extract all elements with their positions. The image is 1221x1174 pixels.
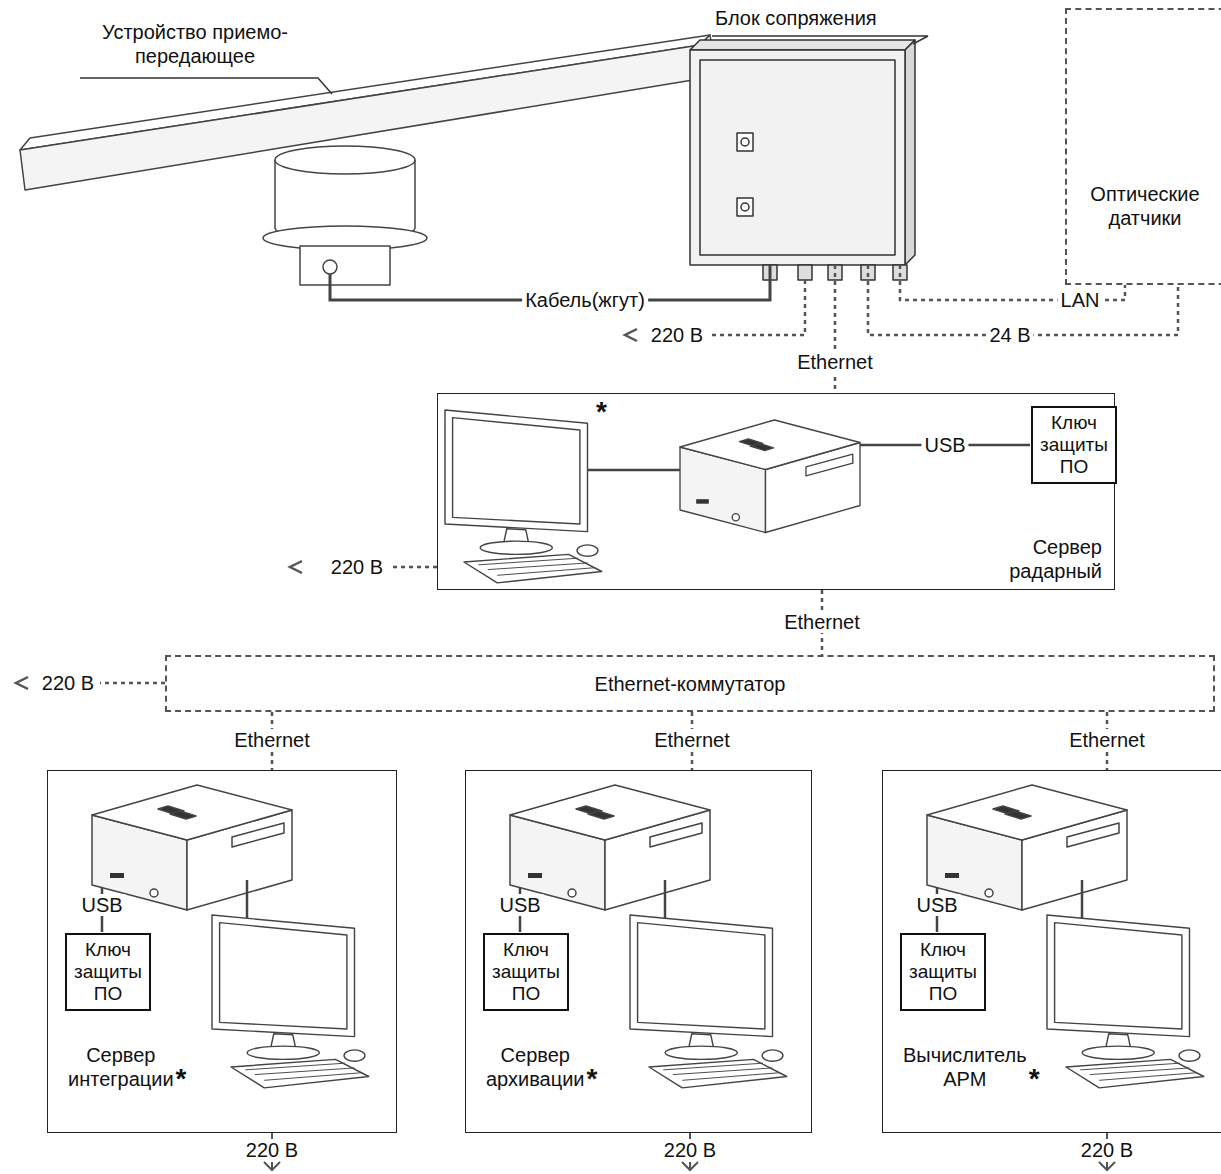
workstation-box: Ключ защиты ПО Вычислитель АРМ <box>882 770 1221 1133</box>
server-box: Ключ защиты ПО Сервер интеграции <box>47 770 397 1133</box>
leader-line <box>712 36 928 44</box>
port-label: USB <box>78 894 125 916</box>
dongle-box: Ключ защиты ПО <box>900 933 986 1011</box>
footnote-mark: * <box>596 398 607 426</box>
server-box: Ключ защиты ПО Сервер архивации <box>465 770 812 1133</box>
node-text: Устройство приемо-передающее <box>75 20 315 68</box>
cabinet <box>690 40 915 280</box>
node-text: Сервер интеграции <box>68 1043 174 1091</box>
link-label: Кабель(жгут) <box>522 289 648 311</box>
node-text: Ключ защиты ПО <box>1040 412 1108 478</box>
link-label: LAN <box>1058 289 1103 311</box>
link-label: Ethernet <box>1066 729 1148 751</box>
dongle-box: Ключ защиты ПО <box>65 933 151 1011</box>
power-label: 220 В <box>39 672 97 694</box>
link-label: 24 В <box>986 324 1033 346</box>
power-label: 220 В <box>328 556 386 578</box>
network-link <box>834 265 837 393</box>
workstation <box>445 410 1030 583</box>
node-text: Вычислитель АРМ <box>903 1043 1027 1091</box>
node-text: Ключ защиты ПО <box>492 939 560 1005</box>
antenna-unit: Устройство приемо-передающее <box>15 15 715 290</box>
link-label: Ethernet <box>781 611 863 633</box>
link-label: Ethernet <box>794 351 876 373</box>
port-label: USB <box>913 894 960 916</box>
dongle-box: Ключ защиты ПО <box>483 933 569 1011</box>
node-text: Оптические датчики <box>1067 182 1221 230</box>
server-box: Ключ защиты ПО Сервер радарный <box>437 393 1115 590</box>
sensor-box: Оптические датчики <box>1065 8 1221 285</box>
power-label: 220 В <box>661 1139 719 1161</box>
node-text: Ключ защиты ПО <box>74 939 142 1005</box>
interface-cabinet: Блок сопряжения <box>690 50 905 265</box>
power-label: 220 В <box>243 1139 301 1161</box>
power-label: 220 В <box>648 324 706 346</box>
node-text: Блок сопряжения <box>715 6 877 30</box>
node-text: Ethernet-коммутатор <box>167 672 1213 696</box>
footnote-mark: * <box>587 1065 598 1093</box>
node-text: Сервер архивации <box>486 1043 585 1091</box>
node-text: Ключ защиты ПО <box>909 939 977 1005</box>
port-label: USB <box>496 894 543 916</box>
footnote-mark: * <box>1029 1065 1040 1093</box>
link-label: Ethernet <box>651 729 733 751</box>
footnote-mark: * <box>176 1065 187 1093</box>
node-text: Сервер радарный <box>1009 535 1102 583</box>
port-label: USB <box>921 434 968 456</box>
leader-line <box>80 78 332 94</box>
antenna <box>20 35 715 290</box>
switch-box: Ethernet-коммутатор <box>165 655 1215 712</box>
power-label: 220 В <box>1078 1139 1136 1161</box>
link-label: Ethernet <box>231 729 313 751</box>
dongle-box: Ключ защиты ПО <box>1031 406 1117 484</box>
